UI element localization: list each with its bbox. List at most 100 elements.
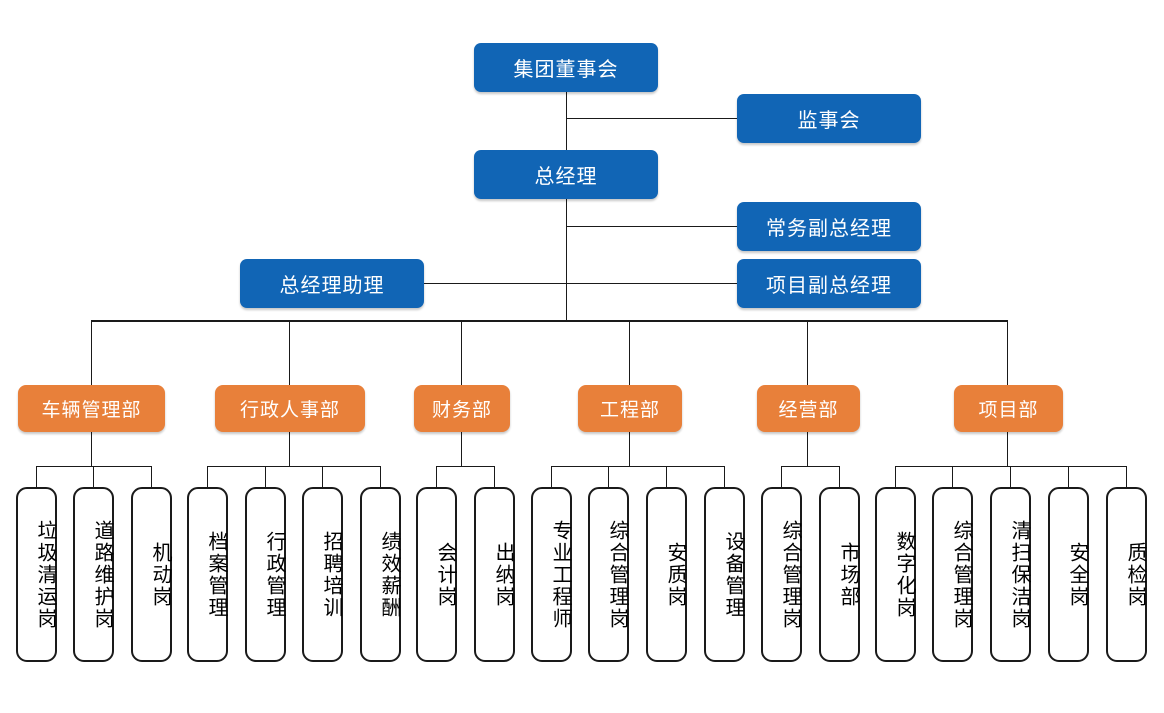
node-position-mobile-duty[interactable]: 机动岗 <box>131 487 172 662</box>
connector-bus-to-dept-6 <box>1007 321 1008 385</box>
node-position-cleaning-sanitation[interactable]: 清扫保洁岗 <box>990 487 1031 662</box>
node-department-label: 项目部 <box>978 400 1039 421</box>
node-position-label: 绩效薪酬 <box>378 530 400 619</box>
connector-to-gm-assistant <box>424 283 566 284</box>
node-department-project[interactable]: 项目部 <box>954 385 1063 432</box>
connector-dept-6-leaf-3 <box>1010 466 1011 487</box>
connector-dept-2-leaf-1 <box>207 466 208 487</box>
node-position-label: 垃圾清运岗 <box>34 519 56 630</box>
node-supervisory-board[interactable]: 监事会 <box>737 94 921 143</box>
connector-dept-5-leaf-2 <box>839 466 840 487</box>
node-project-deputy-gm-label: 项目副总经理 <box>766 275 892 297</box>
connector-dept-6-leaf-2 <box>952 466 953 487</box>
node-position-professional-engineer[interactable]: 专业工程师 <box>531 487 572 662</box>
connector-to-supervisory <box>566 118 737 119</box>
connector-dept-3-down <box>461 432 462 466</box>
node-position-road-maintenance[interactable]: 道路维护岗 <box>73 487 114 662</box>
node-position-label: 档案管理 <box>205 530 227 619</box>
connector-board-to-gm <box>566 91 567 150</box>
node-position-accounting[interactable]: 会计岗 <box>416 487 457 662</box>
connector-dept-5-bus <box>781 466 839 467</box>
connector-dept-2-bus <box>207 466 381 467</box>
node-position-quality-inspection[interactable]: 质检岗 <box>1106 487 1147 662</box>
connector-dept-1-down <box>91 432 92 466</box>
connector-dept-2-leaf-4 <box>380 466 381 487</box>
node-supervisory-board-label: 监事会 <box>797 110 861 132</box>
node-position-engineering-general-management[interactable]: 综合管理岗 <box>588 487 629 662</box>
connector-department-bus <box>91 320 1008 322</box>
connector-dept-5-down <box>807 432 808 466</box>
node-department-engineering[interactable]: 工程部 <box>578 385 682 432</box>
connector-dept-2-leaf-3 <box>322 466 323 487</box>
node-position-marketing[interactable]: 市场部 <box>819 487 860 662</box>
connector-dept-4-leaf-4 <box>724 466 725 487</box>
node-position-label: 清扫保洁岗 <box>1008 519 1030 630</box>
node-position-administrative-management[interactable]: 行政管理 <box>245 487 286 662</box>
connector-bus-to-dept-3 <box>461 321 462 385</box>
connector-dept-6-leaf-4 <box>1068 466 1069 487</box>
node-position-cashier[interactable]: 出纳岗 <box>474 487 515 662</box>
node-position-performance-compensation[interactable]: 绩效薪酬 <box>360 487 401 662</box>
node-position-label: 设备管理 <box>722 530 744 619</box>
connector-dept-4-down <box>629 432 630 466</box>
node-executive-deputy-gm[interactable]: 常务副总经理 <box>737 202 921 251</box>
node-department-vehicle-management[interactable]: 车辆管理部 <box>18 385 165 432</box>
node-executive-deputy-gm-label: 常务副总经理 <box>766 218 892 240</box>
node-department-operations[interactable]: 经营部 <box>757 385 860 432</box>
node-position-trash-removal[interactable]: 垃圾清运岗 <box>16 487 57 662</box>
node-board-of-directors-label: 集团董事会 <box>513 59 619 81</box>
node-board-of-directors[interactable]: 集团董事会 <box>474 43 658 92</box>
connector-dept-2-down <box>289 432 290 466</box>
connector-dept-3-bus <box>436 466 494 467</box>
connector-gm-down <box>566 199 567 321</box>
node-position-label: 出纳岗 <box>492 541 514 608</box>
node-position-safety-quality[interactable]: 安质岗 <box>646 487 687 662</box>
connector-dept-1-leaf-3 <box>151 466 152 487</box>
connector-dept-6-leaf-5 <box>1126 466 1127 487</box>
connector-dept-4-bus <box>551 466 725 467</box>
connector-dept-2-leaf-2 <box>265 466 266 487</box>
node-department-label: 工程部 <box>599 400 660 421</box>
node-project-deputy-gm[interactable]: 项目副总经理 <box>737 259 921 308</box>
node-position-operations-general-management[interactable]: 综合管理岗 <box>761 487 802 662</box>
node-position-label: 安质岗 <box>664 541 686 608</box>
node-position-archive-management[interactable]: 档案管理 <box>187 487 228 662</box>
node-general-manager[interactable]: 总经理 <box>474 150 658 199</box>
node-department-label: 行政人事部 <box>239 400 340 421</box>
connector-to-executive-deputy <box>566 226 737 227</box>
node-position-label: 道路维护岗 <box>91 519 113 630</box>
node-position-label: 专业工程师 <box>549 519 571 630</box>
node-position-digitalization[interactable]: 数字化岗 <box>875 487 916 662</box>
node-department-label: 经营部 <box>778 400 839 421</box>
node-position-safety[interactable]: 安全岗 <box>1048 487 1089 662</box>
connector-bus-to-dept-5 <box>807 321 808 385</box>
node-position-equipment-management[interactable]: 设备管理 <box>704 487 745 662</box>
node-department-label: 财务部 <box>431 400 492 421</box>
connector-bus-to-dept-1 <box>91 321 92 385</box>
node-gm-assistant-label: 总经理助理 <box>279 275 385 297</box>
node-position-label: 数字化岗 <box>893 530 915 619</box>
node-position-label: 综合管理岗 <box>606 519 628 630</box>
node-position-project-general-management[interactable]: 综合管理岗 <box>932 487 973 662</box>
node-position-label: 行政管理 <box>263 530 285 619</box>
connector-dept-3-leaf-2 <box>494 466 495 487</box>
connector-dept-1-leaf-2 <box>93 466 94 487</box>
connector-bus-to-dept-2 <box>289 321 290 385</box>
connector-dept-1-bus <box>36 466 152 467</box>
node-position-label: 综合管理岗 <box>779 519 801 630</box>
connector-dept-5-leaf-1 <box>781 466 782 487</box>
node-position-label: 机动岗 <box>149 541 171 608</box>
node-position-label: 质检岗 <box>1124 541 1146 608</box>
connector-dept-1-leaf-1 <box>36 466 37 487</box>
connector-dept-3-leaf-1 <box>436 466 437 487</box>
node-department-finance[interactable]: 财务部 <box>414 385 510 432</box>
node-position-label: 招聘培训 <box>320 530 342 619</box>
node-gm-assistant[interactable]: 总经理助理 <box>240 259 424 308</box>
node-position-label: 会计岗 <box>434 541 456 608</box>
node-department-admin-hr[interactable]: 行政人事部 <box>215 385 365 432</box>
node-position-label: 市场部 <box>837 541 859 608</box>
connector-dept-4-leaf-3 <box>666 466 667 487</box>
node-position-recruitment-training[interactable]: 招聘培训 <box>302 487 343 662</box>
connector-dept-6-down <box>1007 432 1008 466</box>
